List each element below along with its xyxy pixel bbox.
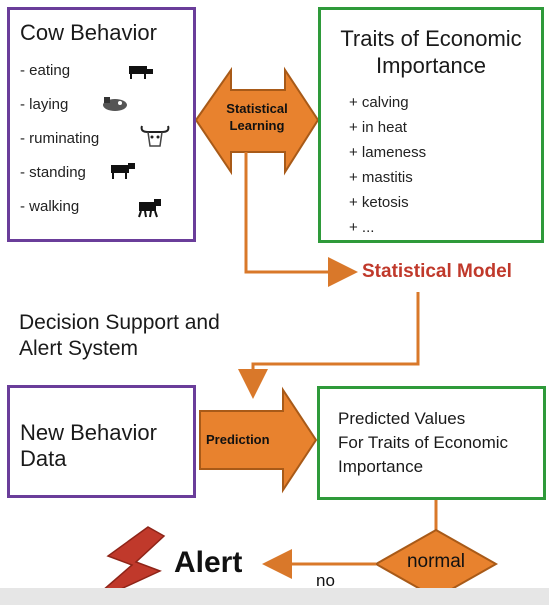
predicted-values-line1: Predicted Values: [338, 409, 466, 428]
cow-walking-icon: [138, 199, 161, 218]
trait-item-calving: + calving: [349, 94, 409, 111]
traits-title-line1: Traits of Economic: [340, 26, 522, 51]
new-behavior-text: New Behavior Data: [20, 420, 157, 472]
bottom-band: [0, 588, 549, 605]
cow-ruminating-icon: [140, 125, 170, 147]
cow-behavior-box: Cow Behavior - eating - laying - ruminat…: [7, 7, 196, 242]
statistical-model-label: Statistical Model: [362, 261, 512, 282]
predicted-values-line3: Importance: [338, 457, 424, 476]
statistical-learning-line1: Statistical: [226, 101, 288, 116]
traits-box: Traits of Economic Importance + calving …: [318, 7, 544, 243]
prediction-arrow: [199, 386, 318, 494]
behavior-item-eating: - eating: [20, 62, 71, 79]
decision-support-line2: Alert System: [19, 337, 139, 360]
behavior-item-standing: - standing: [20, 164, 86, 181]
behavior-item-walking: - walking: [20, 198, 80, 215]
cow-behavior-title: Cow Behavior: [20, 20, 157, 45]
behavior-item-laying: - laying: [20, 96, 69, 113]
trait-item-lameness: + lameness: [349, 144, 427, 161]
new-behavior-box: New Behavior Data: [7, 385, 196, 498]
normal-label: normal: [406, 551, 466, 572]
behavior-item-ruminating: - ruminating: [20, 130, 100, 147]
statistical-learning-label: Statistical Learning: [215, 100, 299, 134]
statistical-learning-line2: Learning: [229, 118, 285, 133]
decision-support-title: Decision Support and Alert System: [19, 310, 220, 362]
trait-item-more: + ...: [349, 219, 375, 236]
model-to-prediction-connector: [238, 292, 420, 399]
predicted-values-line2: For Traits of Economic: [338, 433, 509, 452]
learning-to-model-connector: [244, 152, 358, 287]
new-behavior-line2: Data: [20, 446, 67, 471]
trait-item-in-heat: + in heat: [349, 119, 407, 136]
decision-support-line1: Decision Support and: [19, 311, 220, 334]
cow-eating-icon: [129, 66, 153, 79]
new-behavior-line1: New Behavior: [20, 420, 157, 445]
prediction-label: Prediction: [206, 432, 270, 447]
cow-standing-icon: [111, 163, 135, 179]
cow-laying-icon: [103, 97, 127, 111]
trait-item-mastitis: + mastitis: [349, 169, 413, 186]
predicted-values-box: Predicted Values For Traits of Economic …: [317, 386, 546, 500]
alert-label: Alert: [174, 546, 243, 579]
trait-item-ketosis: + ketosis: [349, 194, 409, 211]
traits-title-line2: Importance: [375, 53, 487, 78]
predicted-values-text: Predicted Values For Traits of Economic …: [338, 407, 508, 479]
no-label: no: [316, 571, 335, 590]
